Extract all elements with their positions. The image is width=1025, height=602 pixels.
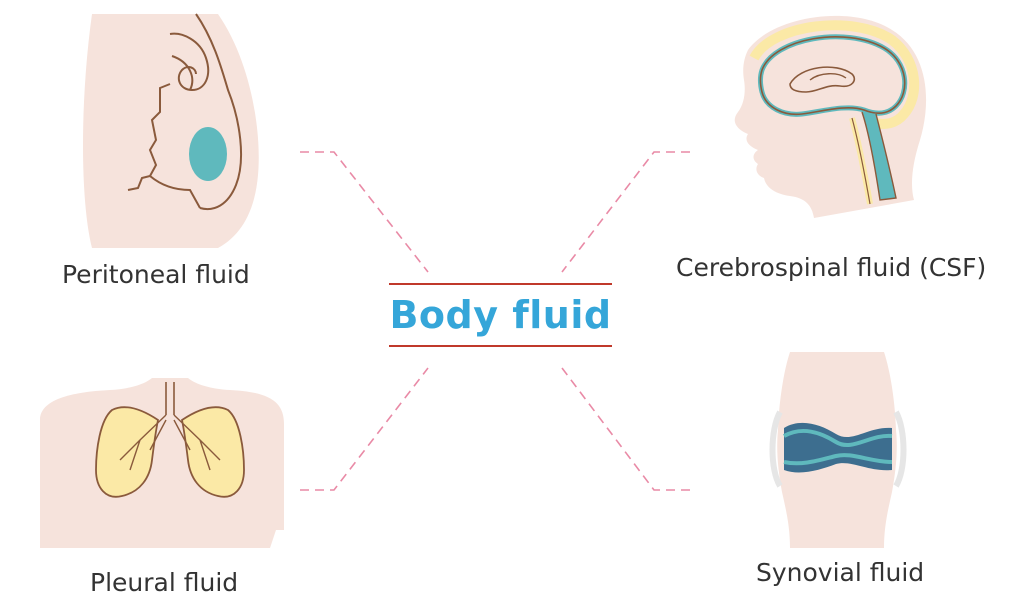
pleural-fluid-label: Pleural fluid — [90, 568, 238, 597]
peritoneal-fluid-label: Peritoneal fluid — [62, 260, 250, 289]
title-box: Body fluid — [389, 283, 612, 347]
abdomen-icon — [83, 14, 259, 248]
diagram-title: Body fluid — [389, 293, 611, 337]
synovial-fluid-label: Synovial fluid — [756, 558, 924, 587]
connector-synovial — [562, 368, 690, 490]
head-brain-icon — [735, 16, 926, 218]
csf-label: Cerebrospinal fluid (CSF) — [676, 253, 986, 282]
connector-pleural — [300, 368, 428, 490]
chest-lungs-icon — [40, 378, 284, 548]
connector-csf — [562, 152, 690, 272]
knee-joint-icon — [773, 352, 904, 548]
connector-peritoneal — [300, 152, 428, 272]
